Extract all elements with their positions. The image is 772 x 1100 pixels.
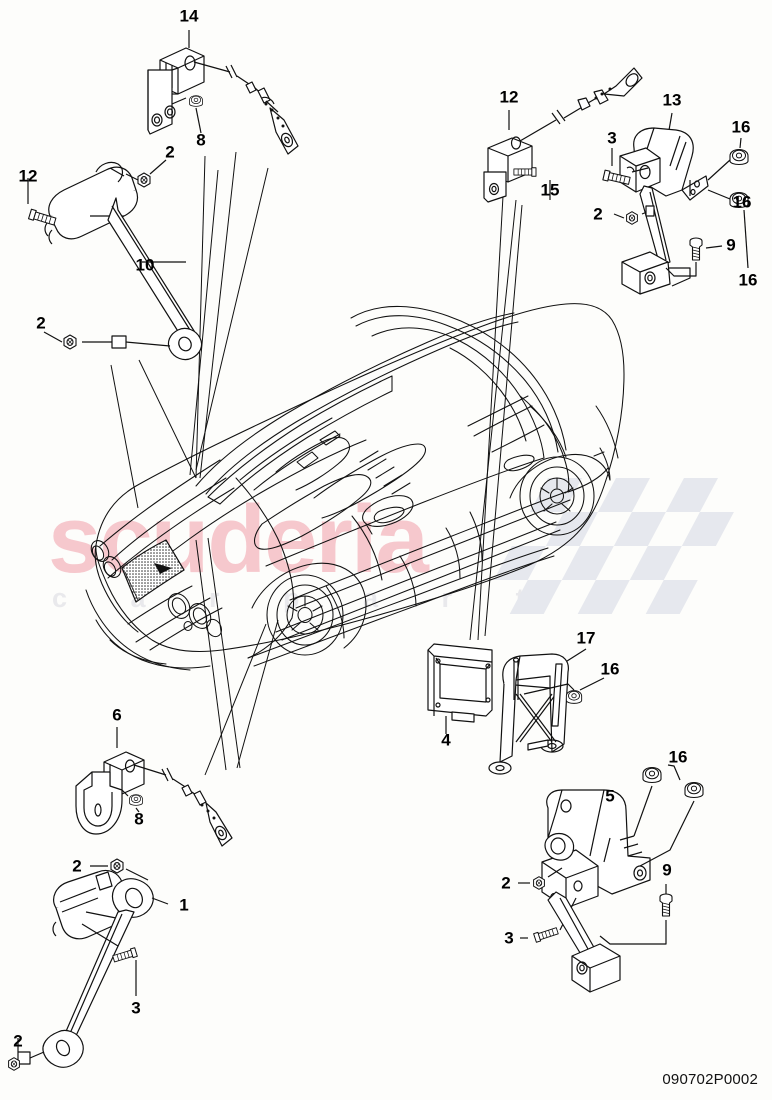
callout-label: 8: [134, 809, 144, 829]
callout-label: 1: [179, 895, 189, 915]
callout-label: 4: [441, 730, 451, 750]
callout-label: 16: [600, 659, 620, 679]
callout-label: 14: [179, 6, 199, 26]
part-12-15-sensor-block: [483, 67, 643, 203]
callout-label: 16: [732, 192, 752, 212]
callout-label: 2: [593, 204, 603, 224]
part-13-rear-right-bracket: [602, 112, 749, 295]
callout-label: 15: [540, 180, 560, 200]
part-1-front-left-level-sensor: [8, 858, 169, 1071]
part-4-control-unit: [427, 643, 493, 734]
callout-label: 10: [135, 255, 155, 275]
callout-label: 12: [499, 87, 519, 107]
callout-label: 16: [668, 747, 688, 767]
callout-label: 2: [72, 856, 82, 876]
callout-label: 13: [662, 90, 682, 110]
callout-label: 8: [196, 130, 206, 150]
callout-label: 9: [662, 860, 672, 880]
callout-label: 17: [576, 628, 596, 648]
callout-label: 9: [726, 235, 736, 255]
callout-label: 12: [18, 166, 38, 186]
callout-label: 6: [112, 705, 122, 725]
callout-label: 2: [36, 313, 46, 333]
diagram-reference-code: 090702P0002: [662, 1071, 758, 1088]
callout-label: 2: [165, 142, 175, 162]
callout-label: 3: [607, 128, 617, 148]
leader-lines: [110, 151, 523, 776]
part-14-acceleration-sensor: [147, 30, 299, 155]
part-5-rear-bracket-assembly: [518, 764, 704, 993]
callout-label: 16: [738, 270, 758, 290]
watermark-checkered-flag: [493, 478, 734, 614]
callout-label: 16: [731, 117, 751, 137]
callout-label: 2: [501, 873, 511, 893]
part-10-front-level-sensor: [27, 159, 203, 361]
callout-label: 3: [504, 928, 514, 948]
callout-label: 2: [13, 1031, 23, 1051]
part-6-acceleration-sensor: [75, 727, 233, 847]
part-17-mounting-bracket: [488, 648, 605, 775]
car-illustration: [85, 303, 625, 671]
callout-label: 3: [131, 998, 141, 1018]
callout-label: 5: [605, 786, 615, 806]
